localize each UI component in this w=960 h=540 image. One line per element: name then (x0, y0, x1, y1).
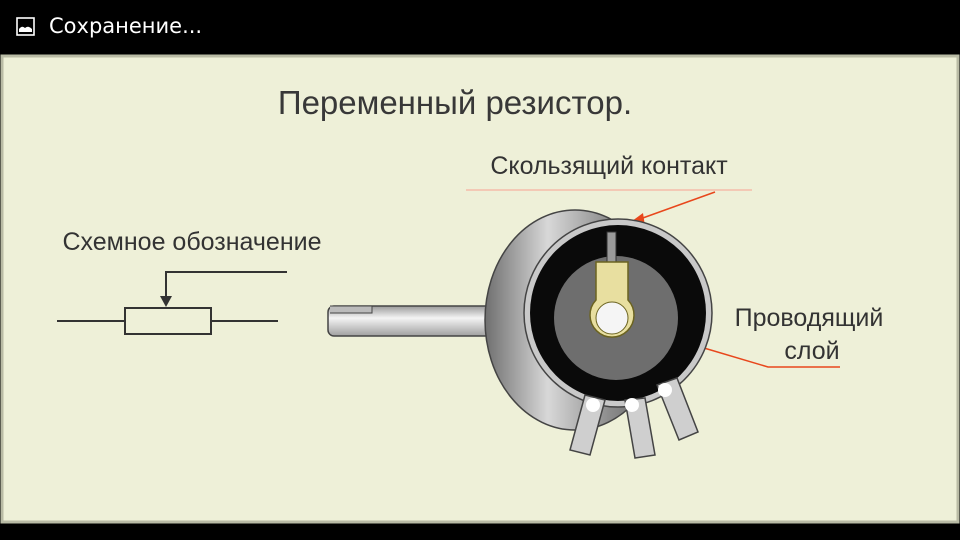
layer-label-2: слой (784, 337, 839, 365)
image-icon (16, 16, 35, 36)
schematic-label: Схемное обозначение (63, 228, 322, 256)
wiper-label: Скользящий контакт (490, 152, 728, 180)
image-frame (0, 54, 960, 524)
bottom-bar (0, 524, 960, 540)
action-bar: Сохранение... (0, 0, 960, 52)
resistor-diagram: Переменный резистор. Скользящий контакт … (0, 54, 960, 524)
image-viewer[interactable]: Переменный резистор. Скользящий контакт … (0, 54, 960, 524)
resistor-symbol (57, 271, 287, 335)
potentiometer-illustration (327, 209, 713, 459)
status-title: Сохранение... (49, 14, 203, 38)
diagram-title: Переменный резистор. (278, 84, 632, 121)
layer-label-1: Проводящий (735, 304, 884, 332)
